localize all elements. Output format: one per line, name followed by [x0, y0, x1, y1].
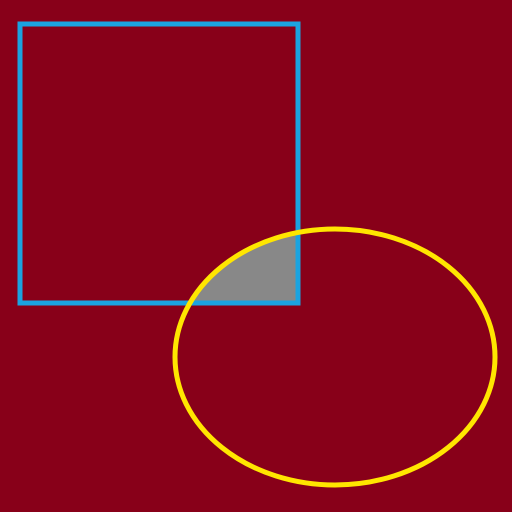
ellipse-outline [172, 226, 498, 488]
square-outline [17, 21, 301, 306]
overlap-region [189, 232, 298, 303]
